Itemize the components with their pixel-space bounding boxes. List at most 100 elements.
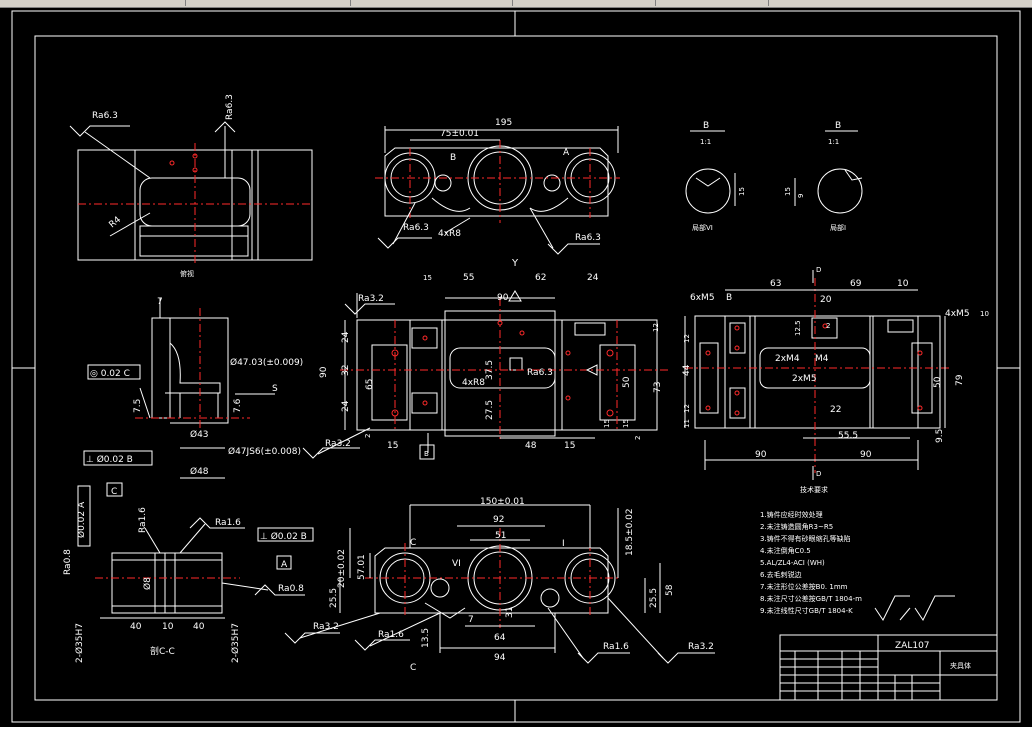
view-mid-left <box>302 290 670 460</box>
side-part-d-75: 7.5 <box>133 399 143 413</box>
notes-list: 1.铸件应经时效处理 2.未注铸造圆角R3~R5 3.铸件不得有砂眼缩孔等缺陷 … <box>760 510 862 615</box>
title-block <box>779 634 998 701</box>
side-part-d-48: Ø48 <box>190 466 209 477</box>
top-center-mark-b: B <box>450 153 456 163</box>
bottom-center-mark-i: I <box>562 539 565 549</box>
mid-left-d-2a: 2 <box>364 434 372 438</box>
bottom-center-rough3: Ra1.6 <box>603 642 629 652</box>
bottom-center-d-255b: 25.5 <box>649 588 659 608</box>
mid-left-d-62: 62 <box>535 273 546 283</box>
bottom-center-rough1: Ra3.2 <box>313 622 339 632</box>
mid-right-d-12: 12 <box>683 334 691 343</box>
cad-drawing-canvas[interactable]: Ra6.3 Ra6.3 R4 俯视 195 75±0.01 Ra6.3 Ra6.… <box>0 8 1032 727</box>
toolbar-segment[interactable] <box>515 0 656 6</box>
side-part-tol-frame: ◎ 0.02 C <box>90 369 130 379</box>
toolbar-segment[interactable] <box>190 0 351 6</box>
mid-right-d-2: 2 <box>826 322 830 330</box>
section-cc-hole-l: 2-Ø35H7 <box>74 623 85 663</box>
mid-right-d-50: 50 <box>933 376 943 388</box>
side-part-perp-frame: ⊥ Ø0.02 B <box>86 454 133 465</box>
view-bottom-center <box>284 504 715 664</box>
bottom-center-d-51: 51 <box>495 531 506 541</box>
mid-left-d-top: 15 <box>423 274 432 282</box>
view-top-left <box>69 121 313 266</box>
surface-roughness-symbols <box>874 595 955 621</box>
view-section-cc <box>77 485 314 619</box>
view-side-part <box>83 298 275 497</box>
mid-right-d-69: 69 <box>850 279 862 289</box>
mid-left-d-15d: 15 <box>387 441 398 451</box>
section-b2-caption: 局部I <box>830 223 846 232</box>
mid-left-d-50: 50 <box>622 376 632 388</box>
side-part-d-7: 7 <box>157 297 163 307</box>
section-cc-rough3: Ra0.8 <box>63 549 73 575</box>
bottom-center-mark-vi: VI <box>452 559 461 569</box>
top-left-rough2: Ra6.3 <box>225 94 235 120</box>
mid-right-sec-d-top: D <box>816 266 821 274</box>
mid-left-d-24a: 24 <box>341 331 351 343</box>
section-b1-scale: 1:1 <box>700 138 711 146</box>
top-center-rough-right: Ra6.3 <box>575 233 601 243</box>
mid-left-d-65: 65 <box>365 379 375 390</box>
top-center-mark-a: A <box>563 148 570 158</box>
mid-left-d-32: 32 <box>341 365 351 376</box>
section-b2-label: B <box>835 121 841 131</box>
bottom-center-d-7: 7 <box>468 615 474 625</box>
mid-right-mark-b: B <box>726 293 732 303</box>
mid-right-thread3: M4 <box>815 354 829 364</box>
side-part-datum-c: C <box>111 487 117 497</box>
mid-right-thread4: 2xM5 <box>792 374 817 384</box>
mid-right-thread2: 2xM4 <box>775 354 800 364</box>
mid-left-radius: 4xR8 <box>462 378 485 388</box>
outer-frame <box>11 10 1021 723</box>
status-strip <box>0 727 1032 734</box>
note-item: 3.铸件不得有砂眼缩孔等缺陷 <box>760 534 851 543</box>
mid-left-d-375: 37.5 <box>485 360 495 380</box>
mid-right-d-10: 10 <box>897 279 909 289</box>
top-center-radius: 4xR8 <box>438 229 461 239</box>
bottom-center-rough4: Ra3.2 <box>688 642 714 652</box>
bottom-center-d-150: 150±0.01 <box>480 497 525 507</box>
notes-heading: 技术要求 <box>800 485 828 494</box>
note-item: 5.AL/ZL4-ACI (WH) <box>760 559 825 567</box>
mid-right-d-95: 9.5 <box>935 429 945 443</box>
bottom-center-d-255a: 25.5 <box>329 588 339 608</box>
section-b2-dim1: 15 <box>784 187 792 196</box>
side-part-fit2: Ø47JS6(±0.008) <box>228 446 301 457</box>
note-item: 4.未注倒角C0.5 <box>760 546 811 555</box>
mid-left-d-24b: 24 <box>341 400 351 412</box>
mid-right-d-20: 20 <box>820 295 832 305</box>
mid-right-d-125: 12.5 <box>794 320 802 336</box>
bottom-center-d-135: 13.5 <box>421 628 431 648</box>
section-b1-dim: 15 <box>738 187 746 196</box>
mid-right-thread5: 4xM5 <box>945 309 970 319</box>
mid-left-rough: Ra3.2 <box>358 294 384 304</box>
mid-right-d-44: 44 <box>682 364 692 376</box>
title-block-drawing-no: ZAL107 <box>895 641 930 651</box>
toolbar-segment[interactable] <box>0 0 186 6</box>
mid-left-d-24: 24 <box>587 273 599 283</box>
section-cc-perp: ⊥ Ø0.02 B <box>260 531 307 542</box>
bottom-center-d-200: 20±0.02 <box>337 549 347 588</box>
section-cc-d-10: 10 <box>162 622 174 632</box>
top-center-rough-left: Ra6.3 <box>403 223 429 233</box>
mid-left-rough-low: Ra3.2 <box>325 439 351 449</box>
mid-right-thread1: 6xM5 <box>690 293 715 303</box>
mid-left-d-48: 48 <box>525 441 537 451</box>
bottom-center-d-185: 18.5±0.02 <box>625 508 635 556</box>
mid-right-d-63: 63 <box>770 279 781 289</box>
toolbar-segment[interactable] <box>658 0 769 6</box>
bottom-center-d-57: 57.01 <box>357 554 367 580</box>
side-part-d-43: Ø43 <box>190 429 209 440</box>
toolbar-segment[interactable] <box>352 0 513 6</box>
note-item: 9.未注线性尺寸GB/T 1804-K <box>760 606 853 615</box>
side-part-s-mark: S <box>272 384 278 394</box>
section-b1-label: B <box>703 121 709 131</box>
mid-left-rough-mid: Ra6.3 <box>527 368 553 378</box>
window-toolbar-strip <box>0 0 1032 8</box>
mid-right-d-22: 22 <box>830 405 841 415</box>
mid-right-d-12b: 12 <box>683 404 691 413</box>
mid-left-d-90w: 90 <box>497 293 509 303</box>
mid-left-mark-b: B <box>424 450 429 458</box>
section-cc-caption: 剖C-C <box>150 645 175 657</box>
